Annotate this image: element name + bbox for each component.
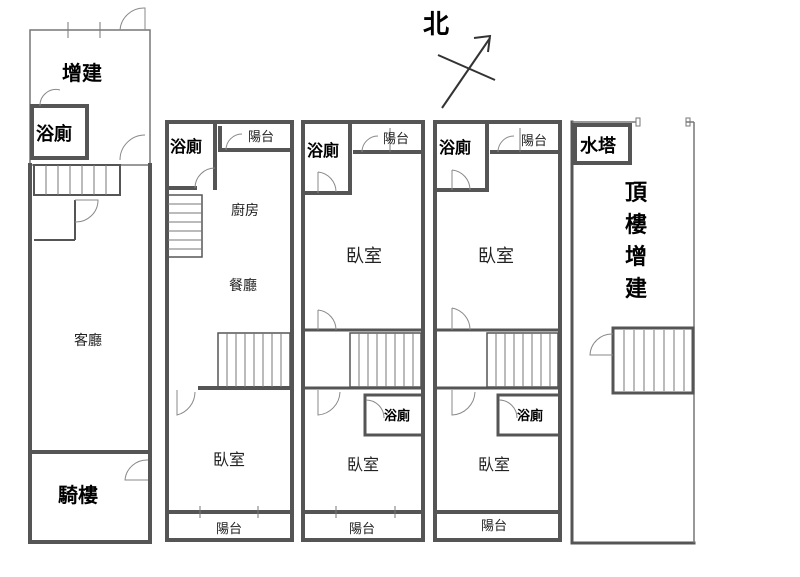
floor4-bedroom-bottom-label: 臥室	[478, 455, 510, 474]
floor3-bedroom-bottom-label: 臥室	[347, 455, 379, 474]
floor2-balcony-top-label: 陽台	[248, 130, 274, 145]
roof-extension-label-1: 頂	[625, 181, 648, 206]
floor3-bedroom-top-label: 臥室	[346, 246, 382, 267]
floor2-bathroom-label: 浴廁	[170, 137, 202, 156]
floor1-living-room-label: 客廳	[74, 332, 102, 349]
floor-2-plan: 浴廁 陽台 廚房 餐廳 臥室 陽台	[165, 120, 294, 542]
roof-extension-label-2: 樓	[625, 213, 647, 238]
north-arrow: 北	[423, 10, 496, 109]
floor4-balcony-bottom-label: 陽台	[481, 519, 507, 534]
floor3-balcony-top-label: 陽台	[383, 132, 409, 147]
roof-plan: 水塔 頂 樓 增 建	[570, 117, 696, 545]
floor-1-plan: 增建 浴廁 客廳 騎樓	[28, 7, 152, 544]
north-label: 北	[423, 10, 449, 40]
roof-extension-label-4: 建	[625, 277, 647, 302]
floor3-bathroom-small-label: 浴廁	[384, 408, 410, 424]
floor-3-plan: 浴廁 陽台 臥室 浴廁 臥室 陽台	[301, 120, 425, 542]
floor3-balcony-bottom-label: 陽台	[349, 522, 375, 537]
floor1-extension-label: 增建	[62, 61, 102, 85]
floor2-kitchen-label: 廚房	[231, 202, 259, 219]
floor2-balcony-bottom-label: 陽台	[216, 522, 242, 537]
floor2-bedroom-label: 臥室	[213, 450, 245, 469]
floor4-bathroom-label: 浴廁	[439, 138, 471, 157]
floor1-bathroom-label: 浴廁	[36, 123, 72, 145]
floor2-dining-label: 餐廳	[229, 277, 257, 294]
floor-4-plan: 浴廁 陽台 臥室 浴廁 臥室 陽台	[433, 120, 562, 542]
floor1-arcade-label: 騎樓	[58, 483, 98, 507]
roof-extension-label-3: 增	[625, 244, 647, 270]
roof-water-tower-label: 水塔	[580, 135, 617, 157]
floor4-bedroom-top-label: 臥室	[478, 246, 514, 267]
floor4-balcony-top-label: 陽台	[521, 134, 547, 149]
floor3-bathroom-label: 浴廁	[307, 141, 339, 160]
floor4-bathroom-small-label: 浴廁	[517, 408, 543, 424]
